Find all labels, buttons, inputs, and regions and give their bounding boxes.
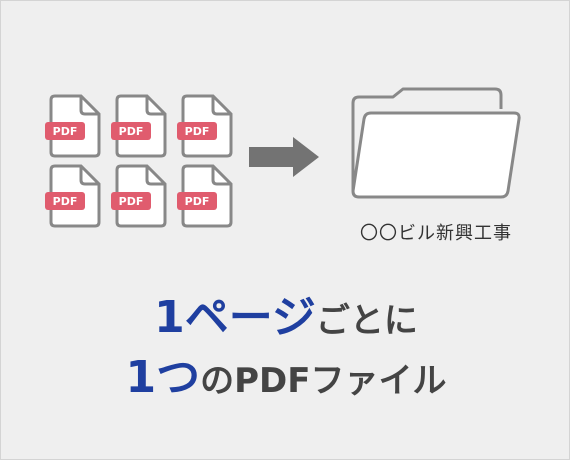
pdf-badge — [177, 192, 217, 210]
pdf-badge-label: PDF — [185, 195, 210, 208]
pdf-file-icon: PDF — [45, 164, 101, 228]
pdf-file-icon: PDF — [177, 94, 233, 158]
caption-emphasis-1: 1ページ — [154, 292, 316, 343]
pdf-badge-label: PDF — [185, 125, 210, 138]
pdf-file-icon: PDF — [111, 94, 167, 158]
pdf-badge-label: PDF — [53, 125, 78, 138]
caption-line-1: 1ページごとに — [1, 281, 570, 345]
pdf-badge — [45, 192, 85, 210]
caption-emphasis-2: 1つ — [125, 352, 201, 403]
pdf-badge — [45, 122, 85, 140]
caption-line-2: 1つのPDFファイル — [1, 341, 570, 405]
pdf-file-icon: PDF — [111, 164, 167, 228]
pdf-badge — [177, 122, 217, 140]
pdf-file-icon: PDF — [45, 94, 101, 158]
folder-icon — [351, 87, 521, 199]
caption-text-1: ごとに — [315, 301, 418, 341]
pdf-file-icon: PDF — [177, 164, 233, 228]
pdf-badge-label: PDF — [119, 125, 144, 138]
right-arrow-icon — [249, 137, 319, 177]
folder-label: 〇〇ビル新興工事 — [360, 223, 512, 244]
pdf-badge-label: PDF — [53, 195, 78, 208]
pdf-badge-label: PDF — [119, 195, 144, 208]
pdf-badge — [111, 122, 151, 140]
caption-text-2: のPDFファイル — [200, 361, 447, 401]
pdf-badge — [111, 192, 151, 210]
